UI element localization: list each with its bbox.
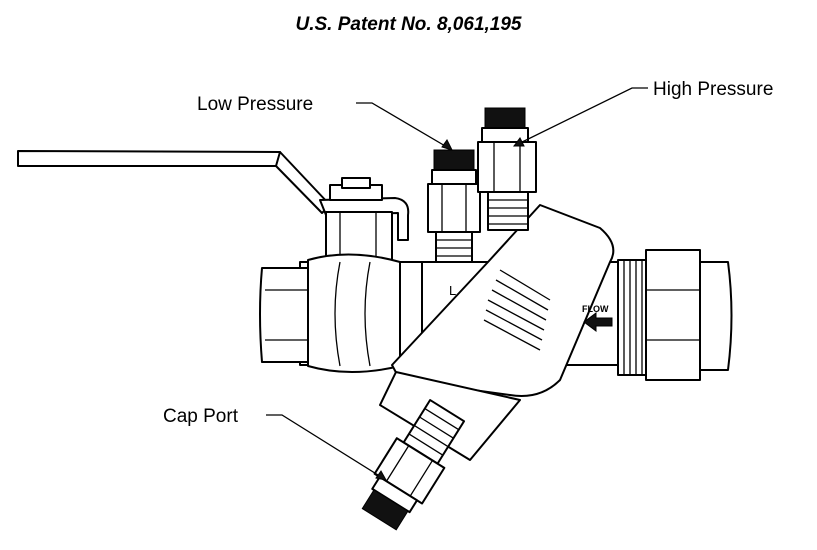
- high-pressure-label: High Pressure: [653, 79, 773, 100]
- low-pressure-label: Low Pressure: [197, 94, 313, 115]
- low-pressure-fitting: [427, 149, 481, 263]
- flow-arrow-icon: [583, 312, 613, 332]
- flow-label: FLOW: [582, 304, 609, 314]
- l-mark: L: [449, 283, 456, 298]
- high-pressure-fitting: [477, 107, 537, 231]
- flow-indicator: FLOW: [582, 304, 613, 332]
- cap-port-fitting: [361, 399, 466, 531]
- strainer-body: [379, 204, 615, 461]
- patent-title: U.S. Patent No. 8,061,195: [295, 14, 522, 35]
- low-pressure-leader: [356, 102, 453, 151]
- high-pressure-arrowhead: [513, 137, 525, 147]
- cap-port-arrowhead: [375, 470, 387, 481]
- cap-port-leader: [266, 414, 387, 481]
- cap-port-label: Cap Port: [163, 406, 239, 427]
- valve-handle: [17, 150, 410, 241]
- low-pressure-arrowhead: [441, 139, 453, 151]
- right-union: [617, 249, 733, 381]
- left-hex-nut: [259, 253, 401, 373]
- high-pressure-leader: [513, 87, 648, 147]
